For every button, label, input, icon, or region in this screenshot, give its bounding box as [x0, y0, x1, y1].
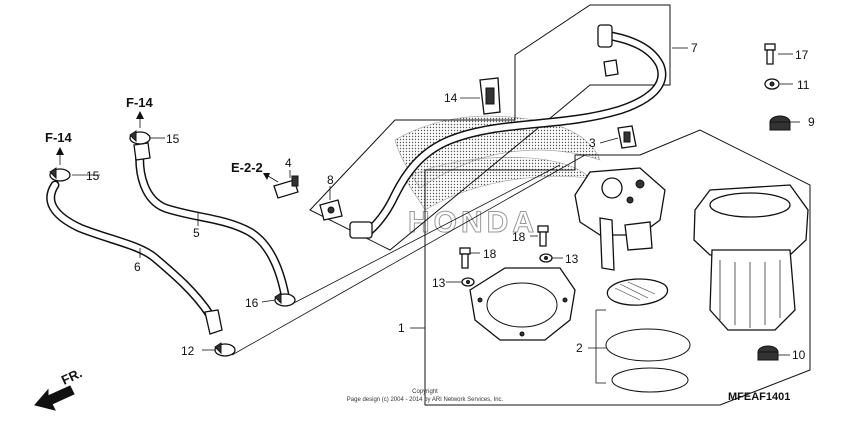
- callout-17: 17: [795, 48, 809, 62]
- callout-2: 2: [576, 341, 583, 355]
- callout-18-left: 18: [483, 247, 497, 261]
- callout-5: 5: [193, 226, 200, 240]
- clip-7-top: [603, 59, 619, 77]
- bolt-18-left: [459, 247, 471, 269]
- fuel-strainer: [606, 278, 669, 306]
- callout-16: 16: [245, 296, 259, 310]
- copyright-line-1: Copyright: [412, 389, 438, 395]
- o-ring-2: [605, 328, 691, 393]
- assembly-lead-line-2: [289, 164, 561, 306]
- callout-11: 11: [797, 78, 810, 92]
- reference-arrows: [56, 111, 279, 183]
- callout-1: 1: [398, 321, 405, 335]
- washer-11: [764, 78, 780, 90]
- clamp-15-left: [49, 167, 71, 182]
- hose-7: [349, 24, 667, 239]
- diagram-code: MFEAF1401: [728, 391, 790, 403]
- ref-f14-left: F-14: [45, 130, 73, 145]
- front-direction-arrow: FR.: [34, 365, 84, 411]
- connector-3: [617, 125, 637, 149]
- clamp-16: [274, 292, 296, 307]
- clamp-12: [214, 342, 236, 357]
- callout-3: 3: [589, 136, 596, 150]
- callout-9: 9: [808, 115, 815, 129]
- callout-10: 10: [792, 348, 806, 362]
- fuel-tank-canister: [693, 184, 809, 331]
- callout-6: 6: [134, 260, 141, 274]
- callout-14: 14: [444, 91, 458, 105]
- clamp-15-mid: [129, 130, 151, 145]
- grommet-10: [757, 345, 779, 361]
- callout-18-right: 18: [512, 230, 526, 244]
- bolt-18-right: [537, 225, 549, 247]
- washer-13-left: [461, 277, 475, 287]
- ref-e22: E-2-2: [231, 160, 263, 175]
- callout-15-left: 15: [86, 169, 100, 183]
- assembly1-frame: [424, 129, 811, 406]
- connector-4: [273, 175, 299, 199]
- gasket-plate: [469, 267, 576, 341]
- callout-8: 8: [327, 173, 334, 187]
- copyright-line-2: Page design (c) 2004 - 2014 by ARI Netwo…: [347, 397, 504, 403]
- clip-14: [479, 77, 501, 115]
- callout-4: 4: [285, 156, 292, 170]
- callout-15-mid: 15: [166, 132, 180, 146]
- leader-lines: [72, 47, 800, 384]
- fuel-pump-module: [574, 167, 666, 271]
- front-direction-label: FR.: [59, 365, 84, 387]
- ref-f14-mid: F-14: [126, 95, 154, 110]
- hose-5: [133, 142, 290, 300]
- callout-7: 7: [691, 41, 698, 55]
- fitting-8: [319, 199, 343, 221]
- callout-13-right: 13: [565, 252, 579, 266]
- washer-13-right: [539, 253, 553, 263]
- hose-6: [46, 180, 223, 335]
- callout-12: 12: [181, 344, 195, 358]
- part7-frame: [309, 4, 671, 251]
- callout-13-left: 13: [432, 276, 446, 290]
- bolt-17: [764, 43, 776, 65]
- grommet-9: [769, 115, 791, 131]
- assembly-lead-line: [231, 154, 586, 356]
